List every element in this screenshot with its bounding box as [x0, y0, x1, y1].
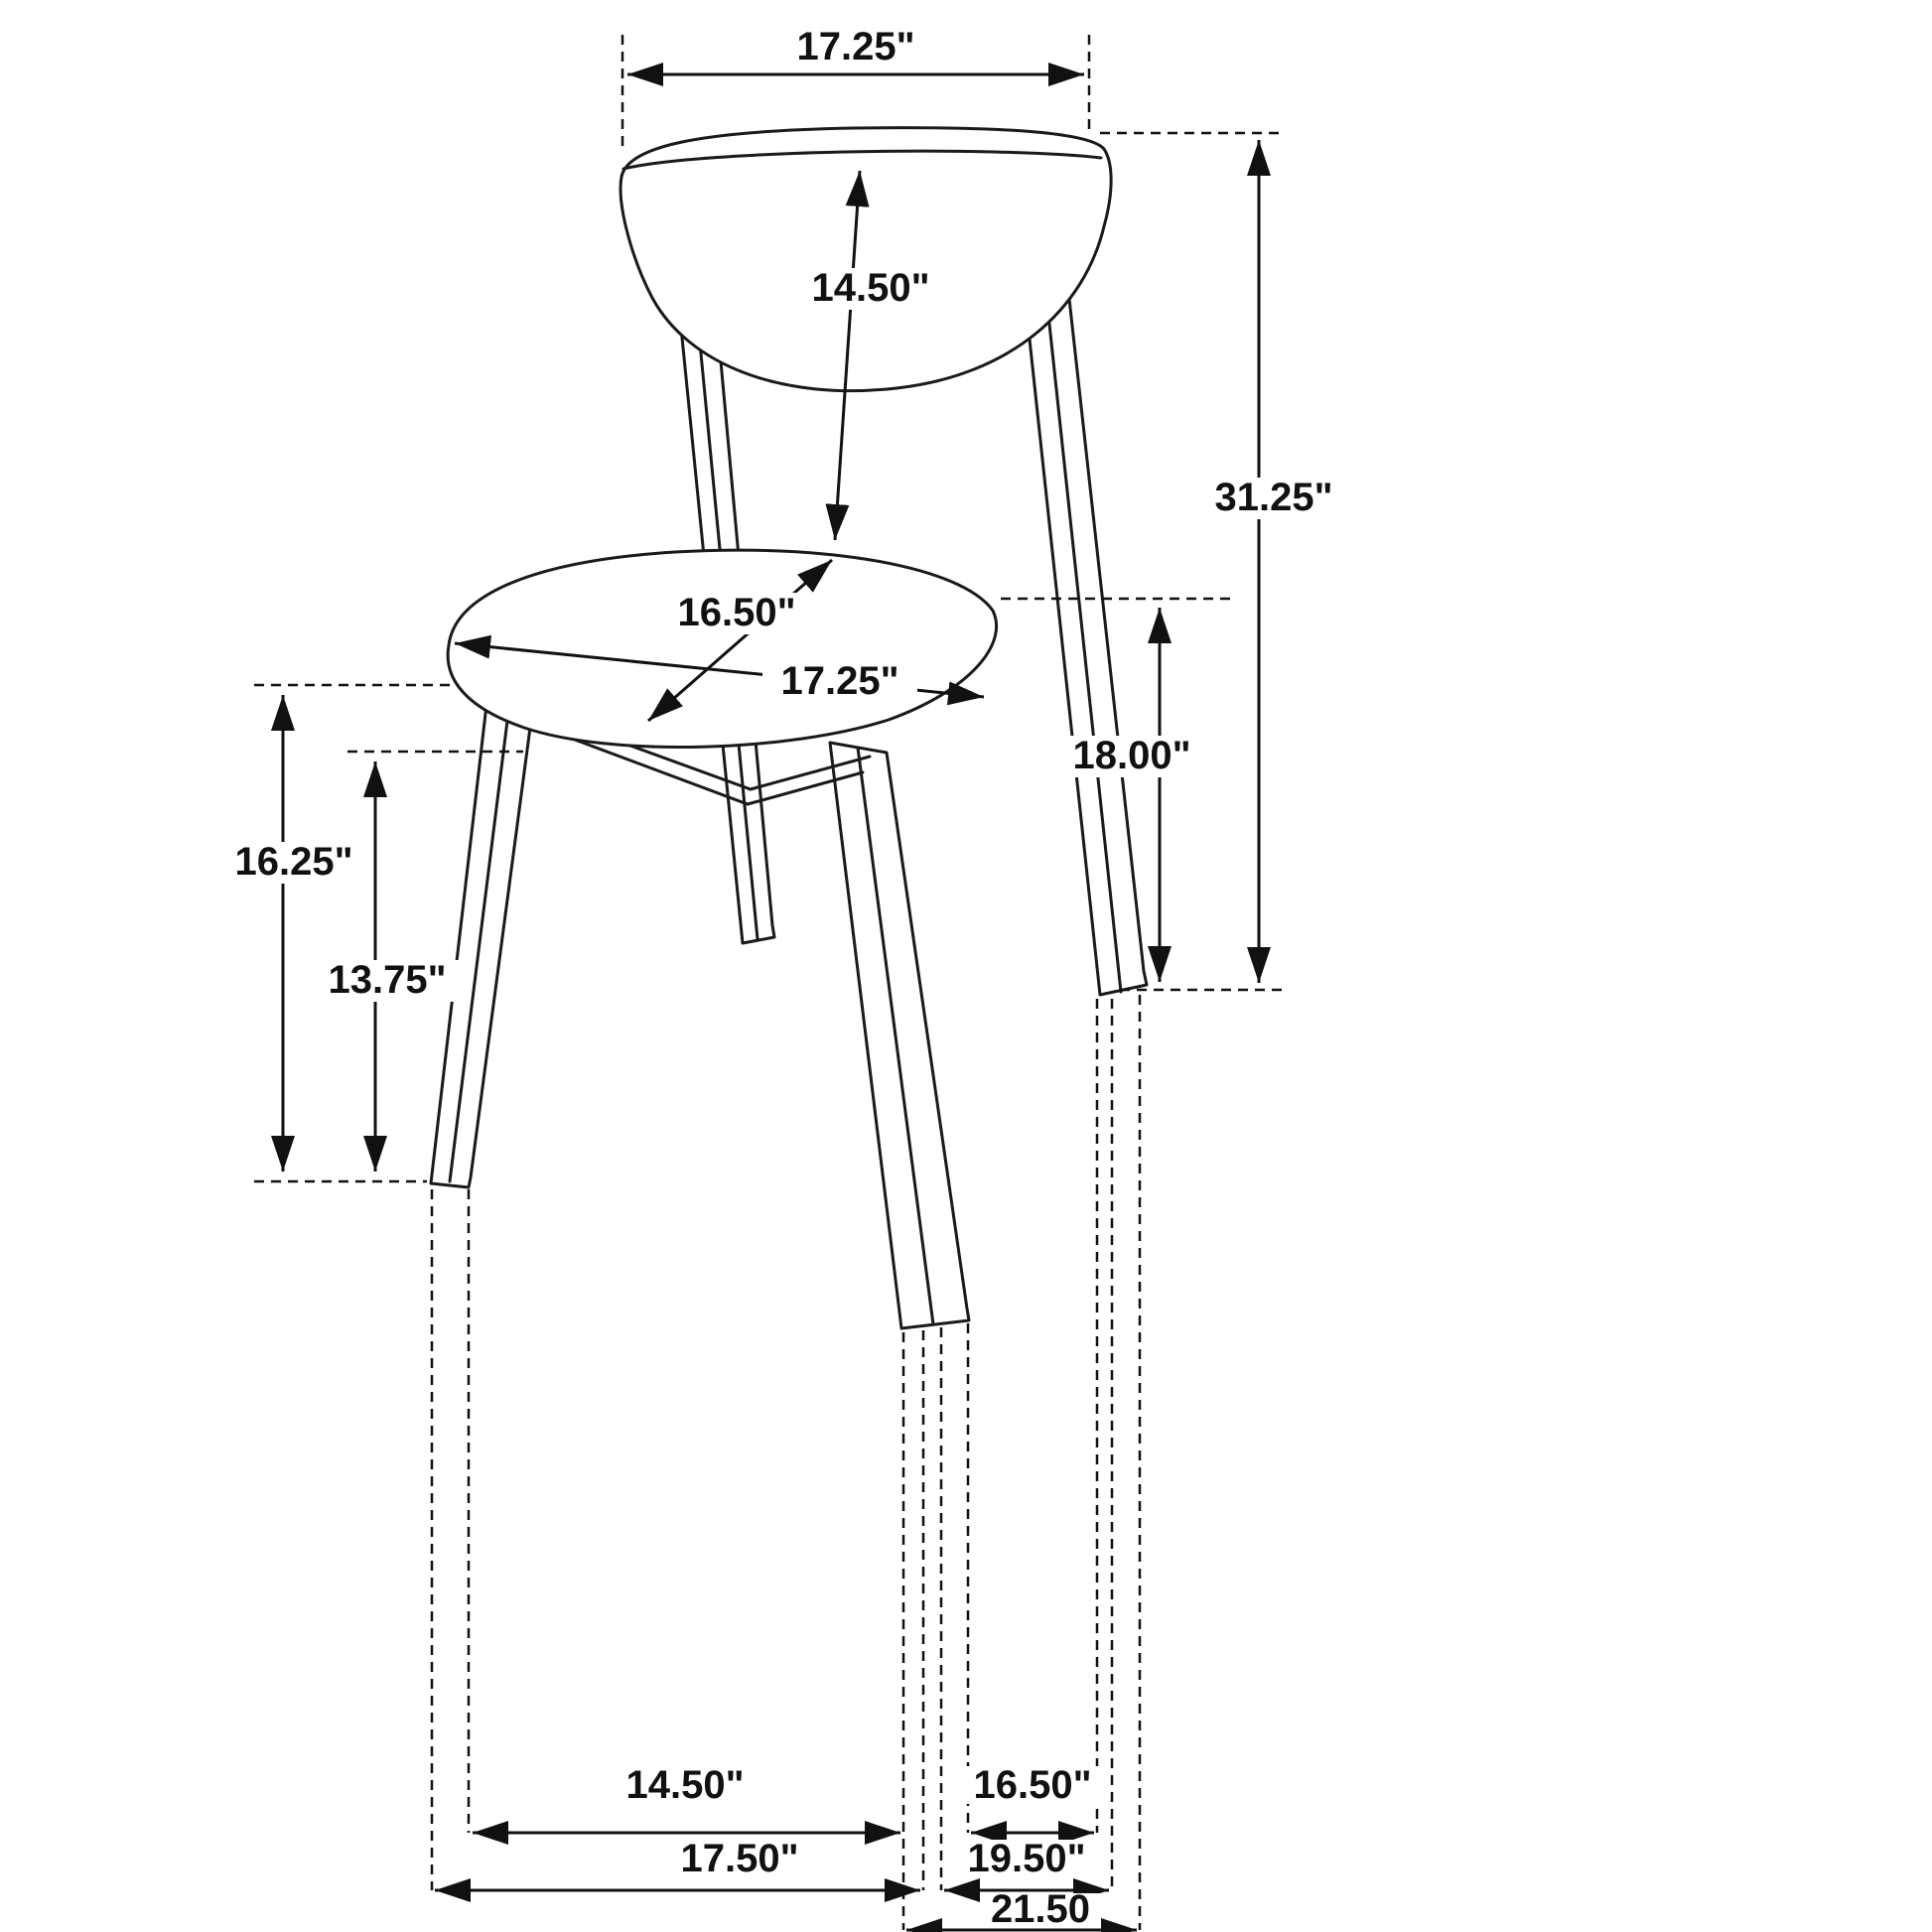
label-bg [310, 960, 465, 1002]
dim-label-front-feet-outer-span: 17.50" [680, 1837, 798, 1880]
front-right-leg-edge [856, 746, 935, 1326]
dim-label-backrest-width: 17.25" [796, 25, 914, 69]
dim-label-backrest-height: 14.50" [811, 266, 929, 310]
label-bg [955, 1766, 1110, 1804]
label-bg [662, 1840, 817, 1877]
dim-label-overall-depth: 21.50 [991, 1887, 1090, 1931]
dim-label-apron-height: 13.75" [328, 958, 446, 1002]
front-left-leg [429, 686, 535, 1189]
dim-label-seat-depth: 16.50" [677, 591, 795, 634]
dim-label-overall-height: 31.25" [1214, 476, 1332, 519]
dim-label-front-to-back-foot-gap: 16.50" [973, 1763, 1091, 1807]
dim-label-floor-to-seat: 18.00" [1072, 734, 1190, 777]
chair-drawing [429, 126, 1149, 1330]
label-bg [981, 1893, 1100, 1925]
dimension-labels: 17.25" 14.50" 31.25" 18.00" 16.50" 17.25… [234, 25, 1332, 1931]
label-bg [762, 661, 917, 703]
extension-lines [254, 35, 1283, 1930]
label-bg [1053, 736, 1210, 777]
back-right-leg-edge [1043, 285, 1123, 994]
dim-label-seat-width: 17.25" [780, 659, 898, 703]
label-bg [216, 842, 371, 884]
dim-label-front-feet-inner-span: 14.50" [625, 1763, 744, 1807]
dim-label-leg-depth-span: 19.50" [967, 1837, 1085, 1880]
seat-cushion [446, 548, 999, 750]
backrest-rim-seam [621, 149, 1103, 171]
label-bg [949, 1840, 1104, 1877]
label-bg [1195, 478, 1352, 519]
back-right-leg [1023, 279, 1149, 997]
label-bg [608, 1766, 762, 1804]
front-right-leg [828, 741, 971, 1330]
label-bg [792, 268, 949, 310]
dimension-lines [271, 63, 1271, 1932]
label-bg [659, 593, 814, 634]
label-backgrounds [216, 268, 1352, 1925]
seat-apron-lower [522, 719, 865, 806]
front-left-leg-edge [448, 695, 512, 1183]
dim-arrow-backrest-height [825, 170, 870, 541]
dim-label-seat-front-height: 16.25" [234, 840, 352, 884]
